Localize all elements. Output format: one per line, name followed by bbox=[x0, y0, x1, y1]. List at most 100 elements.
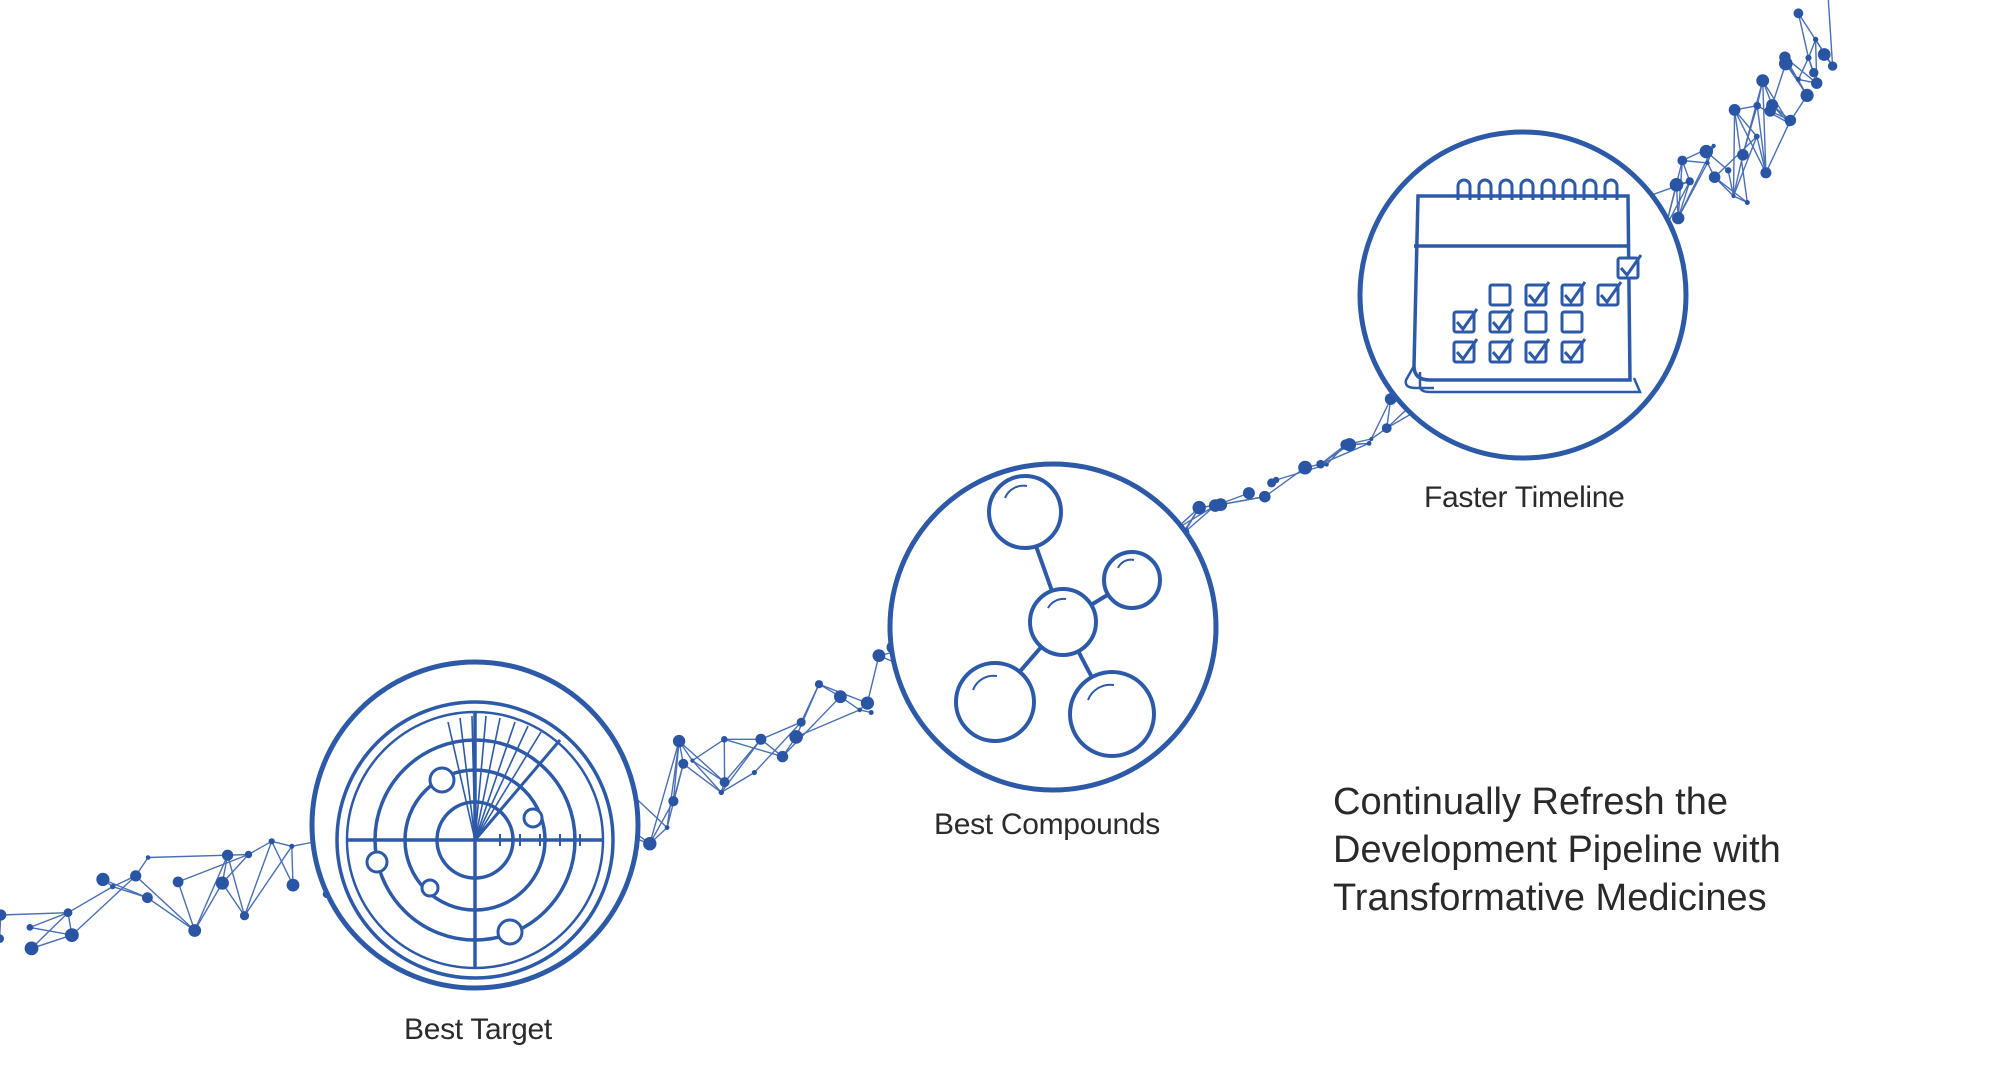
mesh-node bbox=[755, 733, 767, 745]
mesh-node bbox=[142, 892, 153, 904]
headline: Continually Refresh the Development Pipe… bbox=[1333, 778, 1893, 922]
mesh-node bbox=[1366, 441, 1372, 446]
mesh-node bbox=[1756, 74, 1770, 87]
mesh-node bbox=[215, 876, 229, 890]
mesh-link bbox=[720, 771, 755, 793]
mesh-link bbox=[271, 840, 292, 847]
mesh-node bbox=[678, 758, 689, 769]
mesh-link bbox=[147, 897, 196, 932]
mesh-node bbox=[1242, 487, 1255, 500]
mesh-node bbox=[1705, 160, 1710, 166]
step-faster-timeline bbox=[1357, 129, 1689, 461]
mesh-node bbox=[63, 908, 73, 918]
calendar-checkbox bbox=[1560, 283, 1584, 307]
mesh-link bbox=[1220, 496, 1265, 506]
mesh-node bbox=[751, 769, 758, 776]
checkmark-icon bbox=[1527, 281, 1551, 305]
mesh-link bbox=[31, 934, 73, 950]
mesh-node bbox=[1809, 68, 1819, 78]
mesh-node bbox=[1369, 437, 1374, 441]
mesh-link bbox=[226, 855, 246, 916]
calendar-rings bbox=[1456, 178, 1619, 200]
mesh-link bbox=[1370, 398, 1392, 440]
radar-icon bbox=[335, 700, 615, 980]
mesh-node bbox=[130, 870, 142, 882]
checkmark-icon bbox=[1563, 338, 1587, 362]
mesh-link bbox=[678, 740, 726, 783]
mesh-link bbox=[781, 696, 841, 758]
calendar-checkbox bbox=[1488, 283, 1512, 307]
mesh-link bbox=[1714, 176, 1748, 204]
mesh-node bbox=[1324, 462, 1329, 467]
mesh-link bbox=[1807, 39, 1817, 59]
mesh-node bbox=[664, 825, 670, 830]
mesh-link bbox=[672, 741, 680, 802]
checkmark-icon bbox=[1599, 281, 1623, 305]
mesh-link bbox=[243, 841, 273, 916]
mesh-node bbox=[239, 911, 250, 921]
mesh-node bbox=[1811, 77, 1823, 89]
mesh-link bbox=[135, 875, 196, 932]
mesh-node bbox=[643, 837, 657, 851]
mesh-node bbox=[872, 649, 886, 662]
calendar-checkbox bbox=[1596, 283, 1620, 307]
mesh-node bbox=[1381, 423, 1392, 434]
calendar-checkbox bbox=[1524, 340, 1548, 364]
mesh-link bbox=[866, 655, 880, 704]
calendar-checkbox bbox=[1452, 310, 1476, 334]
calendar-ring-binding bbox=[1540, 178, 1556, 200]
calendar-checkbox bbox=[1488, 310, 1512, 334]
mesh-node bbox=[0, 909, 7, 921]
mesh-link bbox=[248, 840, 273, 856]
mesh-link bbox=[177, 853, 249, 883]
mesh-link bbox=[1797, 13, 1810, 58]
mesh-node bbox=[1192, 500, 1206, 515]
mesh-link bbox=[682, 763, 722, 793]
mesh-node bbox=[1812, 36, 1819, 43]
mesh-node bbox=[289, 843, 295, 849]
mesh-node bbox=[1817, 48, 1831, 61]
mesh-node bbox=[1677, 155, 1688, 166]
calendar-icon bbox=[1404, 178, 1643, 394]
mesh-link bbox=[724, 738, 783, 758]
mesh-link bbox=[67, 885, 114, 914]
mesh-link bbox=[795, 709, 860, 738]
mesh-link bbox=[672, 763, 684, 802]
calendar-ring-binding bbox=[1456, 178, 1472, 200]
checkmark-icon bbox=[1619, 254, 1643, 278]
mesh-node bbox=[1725, 167, 1732, 174]
calendar-ring-binding bbox=[1519, 178, 1535, 200]
mesh-link bbox=[760, 721, 802, 740]
mesh-node bbox=[1214, 498, 1228, 511]
headline-line-2: Development Pipeline with bbox=[1333, 829, 1781, 871]
mesh-link bbox=[1732, 109, 1736, 197]
mesh-node bbox=[96, 872, 110, 887]
calendar-checkboxes bbox=[1452, 254, 1643, 364]
molecule-icon bbox=[954, 474, 1162, 758]
calendar-checkbox bbox=[1488, 340, 1512, 364]
mesh-node bbox=[690, 758, 695, 763]
mesh-node bbox=[857, 707, 862, 713]
mesh-node bbox=[1737, 149, 1749, 161]
mesh-link bbox=[194, 882, 223, 931]
mesh-node bbox=[672, 734, 686, 748]
mesh-node bbox=[868, 710, 874, 715]
mesh-node bbox=[776, 750, 789, 763]
mesh-node bbox=[1805, 54, 1812, 61]
mesh-node bbox=[1764, 105, 1776, 117]
mesh-link bbox=[148, 854, 228, 859]
mesh-node bbox=[1779, 51, 1791, 63]
checkmark-icon bbox=[1455, 338, 1479, 362]
mesh-node bbox=[1800, 88, 1814, 102]
calendar-checkbox bbox=[1524, 283, 1548, 307]
mesh-node bbox=[0, 934, 4, 943]
headline-line-3: Transformative Medicines bbox=[1333, 877, 1767, 919]
mesh-node bbox=[1711, 143, 1716, 149]
mesh-node bbox=[719, 777, 730, 788]
checkmark-icon bbox=[1491, 338, 1515, 362]
mesh-node bbox=[1708, 171, 1721, 183]
step-best-target bbox=[309, 659, 641, 991]
mesh-node bbox=[1340, 439, 1351, 451]
mesh-node bbox=[1699, 144, 1714, 159]
